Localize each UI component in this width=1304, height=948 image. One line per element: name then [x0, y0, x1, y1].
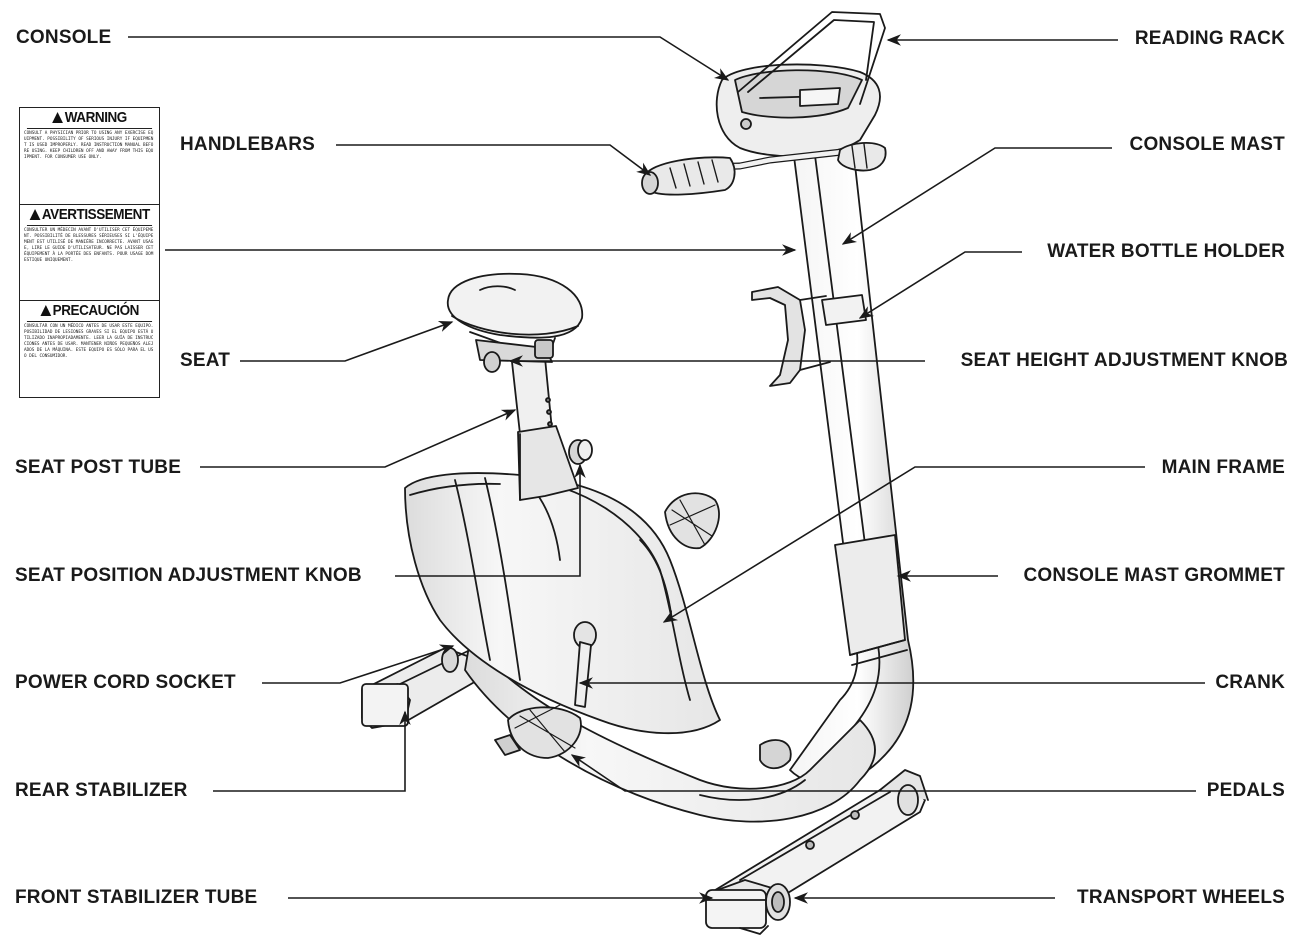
- label-pedals: PEDALS: [1206, 780, 1285, 801]
- label-handlebars: HANDLEBARS: [180, 134, 315, 155]
- label-console: CONSOLE: [16, 27, 112, 48]
- label-console-mast-grommet: CONSOLE MAST GROMMET: [1023, 565, 1285, 586]
- leader-seat-position: [395, 463, 586, 577]
- leader-seat: [240, 321, 454, 362]
- avertissement-section: AVERTISSEMENT CONSULTER UN MÉDECIN AVANT…: [20, 204, 159, 299]
- seat: [447, 272, 583, 373]
- precaucion-title: PRECAUCIÓN: [52, 302, 140, 319]
- label-power-cord-socket: POWER CORD SOCKET: [15, 672, 236, 693]
- leader-power-cord: [262, 644, 455, 684]
- label-front-stabilizer-tube: FRONT STABILIZER TUBE: [15, 887, 258, 908]
- leader-pedals: [570, 754, 1196, 792]
- label-reading-rack: READING RACK: [1134, 28, 1285, 49]
- label-crank: CRANK: [1215, 672, 1285, 693]
- reading-rack: [737, 11, 886, 105]
- label-seat: SEAT: [180, 350, 231, 371]
- label-transport-wheels: TRANSPORT WHEELS: [1077, 887, 1285, 908]
- precaucion-text: CONSULTAR CON UN MÉDICO ANTES DE USAR ES…: [24, 324, 154, 360]
- leader-handlebars: [336, 144, 652, 176]
- rear-stabilizer: [361, 647, 479, 729]
- warning-section: WARNING CONSULT A PHYSICIAN PRIOR TO USI…: [20, 108, 159, 203]
- handlebars: [641, 142, 887, 196]
- leader-water-bottle: [858, 251, 1022, 319]
- leader-console-mast: [841, 147, 1112, 245]
- leader-seat-post: [200, 409, 517, 468]
- label-seat-position-adjustment-knob: SEAT POSITION ADJUSTMENT KNOB: [15, 565, 362, 586]
- warning-text: CONSULT A PHYSICIAN PRIOR TO USING ANY E…: [24, 131, 154, 161]
- leader-rear-stabilizer: [213, 710, 411, 792]
- leader-lines: [128, 34, 1205, 904]
- pedals: [494, 492, 720, 759]
- body-shroud: [404, 472, 721, 735]
- warning-label: WARNING CONSULT A PHYSICIAN PRIOR TO USI…: [19, 107, 160, 398]
- label-console-mast: CONSOLE MAST: [1129, 134, 1285, 155]
- leader-main-frame: [662, 466, 1145, 623]
- label-main-frame: MAIN FRAME: [1161, 457, 1285, 478]
- label-water-bottle-holder: WATER BOTTLE HOLDER: [1047, 241, 1285, 262]
- warning-title: WARNING: [64, 109, 128, 126]
- crank: [573, 621, 597, 708]
- precaucion-section: PRECAUCIÓN CONSULTAR CON UN MÉDICO ANTES…: [20, 300, 159, 397]
- label-seat-post-tube: SEAT POST TUBE: [15, 457, 182, 478]
- avertissement-title: AVERTISSEMENT: [41, 206, 150, 223]
- avertissement-text: CONSULTER UN MÉDECIN AVANT D'UTILISER CE…: [24, 228, 154, 264]
- console: [715, 63, 881, 158]
- label-seat-height-adjustment-knob: SEAT HEIGHT ADJUSTMENT KNOB: [960, 350, 1288, 371]
- seat-position-knob: [568, 439, 593, 465]
- front-stabilizer: [705, 769, 929, 935]
- label-rear-stabilizer: REAR STABILIZER: [15, 780, 188, 801]
- warning-triangle-icon: [40, 305, 51, 316]
- seat-post: [511, 357, 579, 501]
- warning-triangle-icon: [29, 209, 41, 220]
- leader-console: [128, 36, 730, 81]
- warning-triangle-icon: [52, 112, 63, 123]
